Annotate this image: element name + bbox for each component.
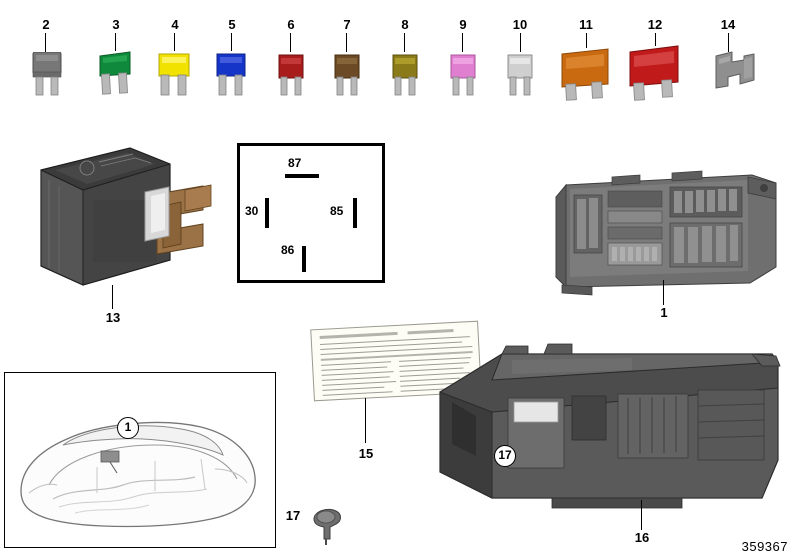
- leader-line-5: [231, 33, 232, 51]
- vehicle-position-inset: 1: [4, 372, 276, 548]
- bracket-part-16[interactable]: [432, 340, 782, 515]
- part-number-2: 2: [42, 17, 50, 32]
- leader-line-11: [586, 33, 587, 48]
- pin-85-mark: [353, 198, 357, 228]
- clip-part-17[interactable]: [308, 505, 352, 545]
- fuse-part-3[interactable]: [97, 50, 133, 100]
- pin-85-label: 85: [330, 204, 344, 218]
- leader-line-12: [655, 33, 656, 46]
- leader-line-15: [365, 398, 366, 443]
- label-header-block: [319, 331, 398, 339]
- callout-1-label: 1: [124, 420, 132, 434]
- pin-86-mark: [302, 246, 306, 272]
- part-number-10: 10: [512, 17, 528, 32]
- part-number-4: 4: [171, 17, 179, 32]
- label-text-line: [321, 371, 394, 376]
- leader-line-3: [115, 33, 116, 51]
- part-number-8: 8: [401, 17, 409, 32]
- fuse-part-11[interactable]: [558, 46, 612, 104]
- fuse-part-9[interactable]: [448, 50, 478, 100]
- part-number-16: 16: [634, 530, 650, 545]
- leader-line-14: [728, 33, 729, 52]
- part-number-17-detail: 17: [285, 508, 301, 523]
- part-number-1: 1: [660, 305, 668, 320]
- label-text-line: [321, 361, 392, 366]
- leader-line-7: [346, 33, 347, 52]
- diagram-part-number: 359367: [741, 539, 788, 554]
- label-header-block-2: [407, 328, 454, 335]
- part-number-13: 13: [105, 310, 121, 325]
- fuse-part-2[interactable]: [30, 52, 64, 98]
- leader-line-4: [174, 33, 175, 51]
- callout-17-on-bracket[interactable]: 17: [494, 445, 516, 467]
- callout-1-on-vehicle[interactable]: 1: [117, 417, 139, 439]
- fuse-part-5[interactable]: [214, 50, 248, 100]
- leader-line-13: [112, 285, 113, 309]
- pin-30-mark: [265, 198, 269, 228]
- part-number-3: 3: [112, 17, 120, 32]
- pin-86-label: 86: [281, 243, 295, 257]
- label-text-line: [322, 386, 385, 391]
- label-text-line: [321, 376, 390, 381]
- part-number-14: 14: [720, 17, 736, 32]
- part-number-15: 15: [358, 446, 374, 461]
- fuse-part-8[interactable]: [390, 50, 420, 100]
- fuse-part-12[interactable]: [626, 44, 682, 104]
- label-text-line: [322, 381, 397, 386]
- part-number-7: 7: [343, 17, 351, 32]
- fuse-part-7[interactable]: [332, 50, 362, 100]
- leader-line-8: [404, 33, 405, 52]
- leader-line-10: [520, 33, 521, 52]
- fuse-part-10[interactable]: [505, 50, 535, 100]
- leader-line-16: [641, 500, 642, 530]
- leader-line-2: [45, 33, 46, 52]
- leader-line-6: [290, 33, 291, 52]
- fuse-part-4[interactable]: [156, 50, 192, 100]
- label-text-line: [322, 391, 393, 396]
- pin-30-label: 30: [245, 204, 259, 218]
- callout-17-label: 17: [498, 448, 512, 462]
- part-number-11: 11: [579, 17, 593, 32]
- leader-line-1: [663, 280, 664, 305]
- part-number-9: 9: [459, 17, 467, 32]
- part-number-5: 5: [228, 17, 236, 32]
- relay-pinout-schematic: 87 30 85 86: [237, 143, 385, 283]
- pin-87-mark: [285, 174, 319, 178]
- leader-line-9: [462, 33, 463, 52]
- pin-87-label: 87: [288, 156, 302, 170]
- part-number-6: 6: [287, 17, 295, 32]
- fuse-puller-part-14[interactable]: [710, 50, 760, 92]
- fuse-box-part-1[interactable]: [552, 165, 782, 300]
- label-text-line: [321, 366, 388, 371]
- part-number-12: 12: [647, 17, 663, 32]
- relay-part-13[interactable]: [35, 140, 225, 295]
- fuse-part-6[interactable]: [276, 50, 306, 100]
